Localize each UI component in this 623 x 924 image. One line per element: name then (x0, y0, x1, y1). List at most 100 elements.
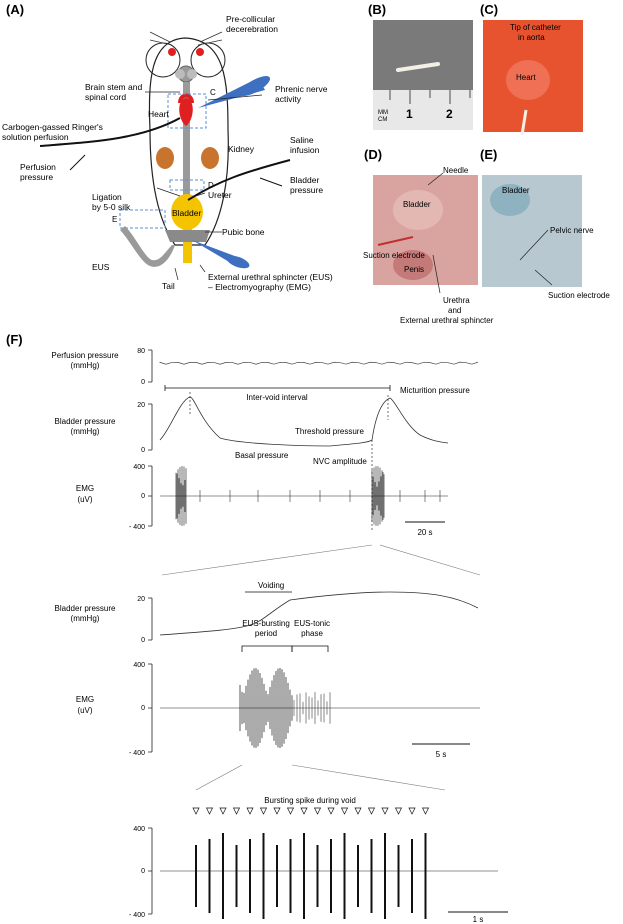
emg-label-2: (uV) (77, 495, 92, 504)
photo-e-bladder (490, 184, 530, 216)
label-micturition: Micturition pressure (400, 386, 470, 395)
emg-trace (175, 466, 441, 526)
zoom1-emg-tick-mid: 0 (141, 705, 145, 712)
panel-f: (F) Perfusion pressure (mmHg) 80 0 Bladd… (6, 332, 508, 924)
emg-burst (371, 466, 385, 526)
spike-marker (340, 807, 349, 815)
label-pubic-bone: Pubic bone (222, 227, 265, 237)
label-kidney: Kidney (228, 144, 255, 154)
perfusion-tick-bottom: 0 (141, 379, 145, 386)
zoom1-bp-label-2: (mmHg) (71, 614, 100, 623)
label-bladder-d: Bladder (403, 200, 431, 209)
label-pelvic: Pelvic nerve (550, 226, 594, 235)
box-e (119, 209, 166, 229)
label-tonic-1: EUS-tonic (294, 619, 330, 628)
panel-e: (E) Bladder Pelvic nerve Suction electro… (480, 147, 610, 300)
kidney-right (201, 147, 219, 169)
zoom-connector-1 (161, 544, 481, 576)
emg-burst (293, 692, 331, 724)
emg-label-1: EMG (76, 484, 94, 493)
panel-a: (A) (2, 2, 333, 292)
label-bladder-pressure-2: pressure (290, 185, 323, 195)
spike-marker (421, 807, 430, 815)
spike-marker (300, 807, 308, 815)
label-saline-2: infusion (290, 145, 320, 155)
bladder-label-2: (mmHg) (71, 427, 100, 436)
zoom2-emg-axis (148, 827, 153, 915)
photo-d-penis (393, 250, 433, 280)
decerebration-dot (196, 48, 204, 56)
zoom2-scale-label: 1 s (473, 915, 484, 924)
zoom1-emg-label-2: (uV) (77, 706, 92, 715)
whiskers (149, 31, 223, 46)
photo-d-bladder (393, 190, 443, 230)
pubic-bone (165, 230, 210, 242)
perfusion-label-2: (mmHg) (71, 361, 100, 370)
label-bursting-1: EUS-bursting (242, 619, 290, 628)
label-perfusion-2: pressure (20, 172, 53, 182)
perfusion-trace (159, 361, 479, 365)
photo-c-catheter (520, 109, 528, 135)
emg-tick-bottom: - 400 (129, 524, 145, 531)
label-tip-catheter-1: Tip of catheter (510, 23, 561, 32)
ruler-number-1: 1 (406, 107, 413, 121)
perfusion-tick-top: 80 (137, 348, 145, 355)
label-eus: EUS (92, 262, 110, 272)
label-voiding: Voiding (258, 581, 284, 590)
spike-marker (394, 807, 403, 815)
eus-electrode (226, 255, 250, 269)
panel-f-label: (F) (6, 332, 23, 347)
zoom1-bp-tick-top: 20 (137, 596, 145, 603)
bladder-axis (148, 403, 153, 451)
label-inter-void: Inter-void interval (246, 393, 308, 402)
zoom1-bp-label-1: Bladder pressure (55, 604, 116, 613)
bladder-label-1: Bladder pressure (55, 417, 116, 426)
spike-markers (192, 807, 430, 815)
label-suction-e: Suction electrode (548, 291, 610, 300)
label-urethra-2: and (448, 306, 461, 315)
panel-e-label: (E) (480, 147, 497, 162)
panel-d-label: (D) (364, 147, 382, 162)
label-heart: Heart (148, 109, 169, 119)
zoom1-emg-tick-top: 400 (133, 662, 145, 669)
label-c: C (210, 88, 216, 97)
brain (187, 69, 197, 79)
zoom1-emg-tick-bottom: - 400 (129, 750, 145, 757)
spike-marker (367, 807, 376, 815)
label-d: D (208, 181, 214, 190)
bladder-shape (171, 194, 203, 230)
zoom2-tick-mid: 0 (141, 868, 145, 875)
label-precollicular-1: Pre-collicular (226, 14, 275, 24)
tail (120, 226, 175, 267)
label-urethra-3: External urethral sphincter (400, 316, 494, 325)
photo-d-leaders (427, 172, 444, 294)
label-bladder-e: Bladder (502, 186, 530, 195)
label-urethra-1: Urethra (443, 296, 470, 305)
zoom1-emg-axis (148, 663, 153, 753)
spike-marker (408, 807, 416, 815)
label-ligation-2: by 5-0 silk (92, 202, 131, 212)
bladder-trace (159, 396, 449, 447)
label-threshold: Threshold pressure (295, 427, 364, 436)
label-carbogen-1: Carbogen-gassed Ringer's (2, 122, 103, 132)
label-brainstem-2: spinal cord (85, 92, 126, 102)
label-tail: Tail (162, 281, 175, 291)
ruler-unit-mm: MM (378, 110, 388, 116)
spike-marker (219, 807, 227, 815)
bursting-bracket (241, 645, 293, 652)
label-bursting-spike: Bursting spike during void (264, 796, 356, 805)
emg-scale-label: 20 s (417, 528, 432, 537)
label-ligation-1: Ligation (92, 192, 122, 202)
bladder-tick-top: 20 (137, 402, 145, 409)
leader-lines (145, 91, 263, 281)
panel-d: (D) Needle Bladder Suction electrode Pen… (363, 147, 494, 325)
photo-e-leaders (519, 229, 553, 286)
panel-b-label: (B) (368, 2, 386, 17)
label-perfusion-1: Perfusion (20, 162, 56, 172)
photo-b-ruler (373, 90, 473, 130)
label-phrenic-1: Phrenic nerve (275, 84, 328, 94)
label-tonic-2: phase (301, 629, 323, 638)
label-eus-emg-2: – Electromyography (EMG) (208, 282, 311, 292)
spike-marker (354, 807, 362, 815)
